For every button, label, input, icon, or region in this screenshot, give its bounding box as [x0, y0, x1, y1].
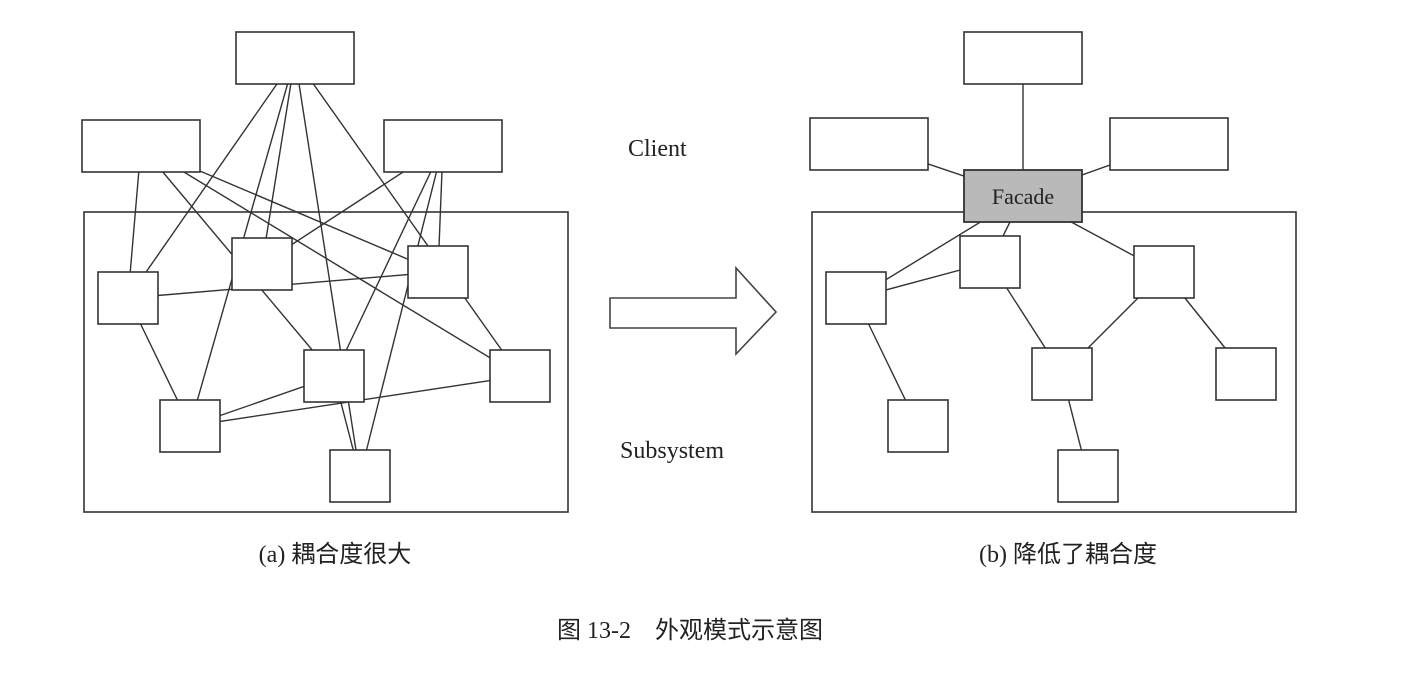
left-diagram-nodes — [81, 31, 551, 503]
left-subsystem-box-6 — [407, 245, 469, 299]
caption-left: (a) 耦合度很大 — [259, 541, 412, 568]
right-client-box-3 — [1109, 117, 1229, 171]
right-client-box-2 — [963, 31, 1083, 85]
left-edge-c3-s5 — [359, 145, 444, 477]
left-edge-c3-s4 — [333, 145, 444, 377]
right-subsystem-box-6 — [1215, 347, 1277, 401]
right-subsystem-box-4 — [1031, 347, 1093, 401]
right-client-box-1 — [809, 117, 929, 171]
left-subsystem-box-3 — [159, 399, 221, 453]
left-edge-c1-s7 — [140, 145, 521, 377]
left-subsystem-box-1 — [97, 271, 159, 325]
left-client-box-3 — [383, 119, 503, 173]
right-subsystem-box-5 — [887, 399, 949, 453]
subsystem-label: Subsystem — [620, 438, 724, 464]
facade-box — [963, 169, 1083, 223]
facade-label: Facade — [992, 184, 1054, 209]
left-subsystem-box-4 — [303, 349, 365, 403]
right-subsystem-box-2 — [959, 235, 1021, 289]
client-label: Client — [628, 136, 687, 162]
left-edge-c2-s1 — [127, 57, 296, 299]
left-client-box-2 — [235, 31, 355, 85]
right-subsystem-box-1 — [825, 271, 887, 325]
right-subsystem-box-3 — [1133, 245, 1195, 299]
caption-right: (b) 降低了耦合度 — [979, 541, 1157, 568]
left-edge-c2-s2 — [261, 57, 296, 265]
figure-caption: 图 13-2 外观模式示意图 — [557, 617, 823, 644]
transform-arrow-icon — [609, 265, 778, 356]
right-subsystem-box-7 — [1057, 449, 1119, 503]
left-client-box-1 — [81, 119, 201, 173]
left-subsystem-container — [83, 211, 569, 513]
right-diagram-nodes — [809, 31, 1277, 503]
left-subsystem-box-5 — [329, 449, 391, 503]
left-subsystem-box-7 — [489, 349, 551, 403]
left-edge-c2-s5 — [294, 57, 361, 477]
left-edge-c2-s7 — [294, 57, 521, 377]
left-subsystem-box-2 — [231, 237, 293, 291]
